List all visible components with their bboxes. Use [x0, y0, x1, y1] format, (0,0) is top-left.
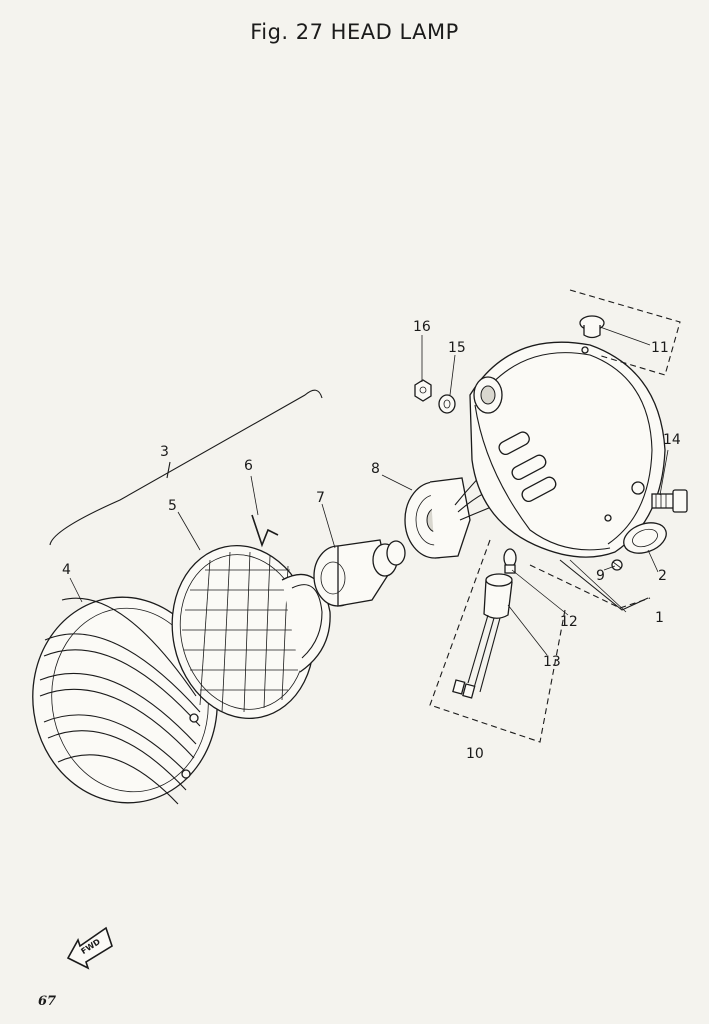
callout-6: 6	[244, 458, 253, 474]
part-13-bulb-socket	[452, 573, 513, 699]
part-12-position-bulb	[503, 548, 517, 574]
callout-13: 13	[543, 654, 561, 670]
callout-10: 10	[466, 746, 484, 762]
callout-4: 4	[62, 562, 71, 578]
callout-8: 8	[371, 461, 380, 477]
part-15-washer	[438, 394, 456, 414]
page-number: 67	[38, 994, 57, 1009]
assembly-box-10	[429, 539, 566, 743]
part-2-collar	[623, 522, 667, 554]
callout-16: 16	[413, 319, 431, 335]
page-title: Fig. 27 HEAD LAMP	[250, 20, 459, 44]
part-11-grommet	[579, 315, 605, 339]
callout-5: 5	[168, 498, 177, 514]
assembly-bracket-3	[49, 389, 323, 546]
assembly-box-1	[529, 564, 651, 609]
part-5-sealed-beam	[171, 545, 331, 719]
callout-14: 14	[663, 432, 681, 448]
assembly-box-11	[569, 289, 681, 376]
part-8-bulb-holder	[404, 477, 471, 559]
part-9-screw	[611, 559, 623, 571]
callout-11: 11	[651, 340, 669, 356]
housing-connectors	[498, 431, 557, 503]
part-14-bolt	[651, 489, 688, 513]
fwd-arrow-icon: FWD	[66, 926, 113, 970]
callout-3: 3	[160, 444, 169, 460]
part-1-headlamp-body	[469, 341, 666, 558]
part-7-socket-cover	[313, 539, 406, 607]
part-16-nut	[414, 379, 432, 402]
part-6-spring-clip	[251, 514, 279, 548]
callout-12: 12	[560, 614, 578, 630]
callout-2: 2	[658, 568, 667, 584]
callout-9: 9	[596, 568, 605, 584]
leader-lines	[69, 326, 669, 656]
assembly-bracket-1	[559, 559, 649, 611]
callout-7: 7	[316, 490, 325, 506]
callout-1: 1	[655, 610, 664, 626]
callout-15: 15	[448, 340, 466, 356]
